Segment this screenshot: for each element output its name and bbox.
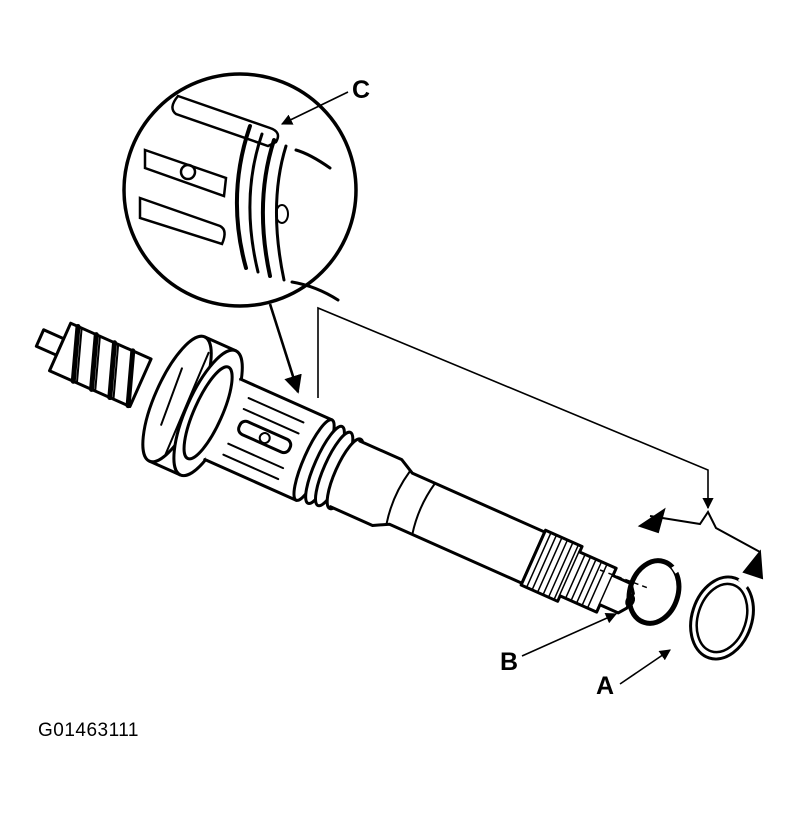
- leader-b: [521, 612, 618, 657]
- shaft-body: [328, 439, 547, 585]
- figure-id: G01463111: [38, 720, 139, 741]
- callout-c: C: [352, 76, 371, 104]
- ring-brace: [637, 507, 764, 580]
- shaft-assembly: [34, 321, 636, 615]
- leader-a: [619, 649, 671, 685]
- leader-detail: [268, 303, 302, 394]
- ring-b: [626, 558, 682, 626]
- leader-lines: [268, 91, 714, 685]
- leader-bracket: [317, 306, 714, 510]
- splined-end: [519, 528, 636, 615]
- callout-a: A: [596, 672, 615, 700]
- ring-a: [689, 575, 755, 661]
- magnified-detail: [122, 72, 358, 308]
- leader-c: [280, 91, 349, 125]
- flange: [141, 334, 244, 478]
- helical-gear: [34, 321, 153, 409]
- callout-b: B: [500, 648, 519, 676]
